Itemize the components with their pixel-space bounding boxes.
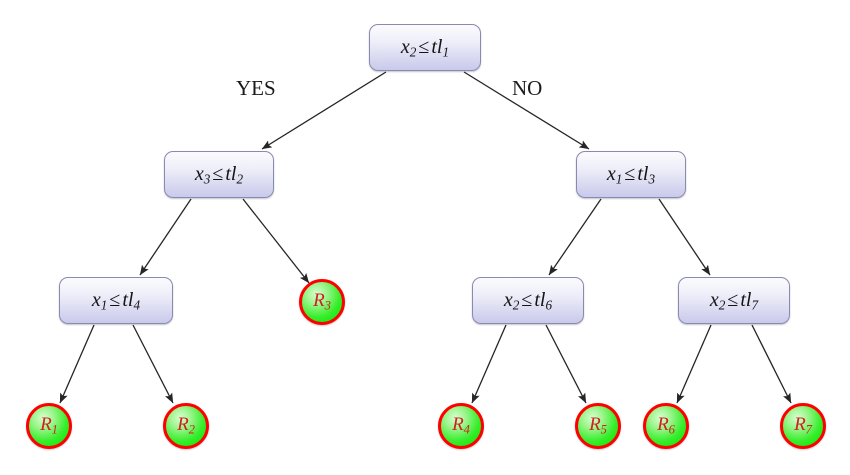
n-ll-threshold: tl	[122, 288, 134, 311]
leaf-node-R4-label: R4	[452, 415, 470, 436]
n-rl-variable: x	[503, 288, 513, 311]
root-threshold: tl	[431, 35, 443, 58]
leaf-node-R4[interactable]: R4	[438, 403, 484, 449]
R3-subscript: 3	[324, 298, 331, 313]
leaf-node-R6[interactable]: R6	[643, 403, 689, 449]
tree-edge	[471, 324, 507, 404]
R1-subscript: 1	[51, 422, 58, 437]
R6-symbol: R	[657, 414, 669, 436]
tree-edge	[548, 198, 602, 276]
tree-edge	[658, 198, 711, 276]
leaf-node-R3[interactable]: R3	[299, 279, 345, 325]
decision-node-right[interactable]: x1≤tl3	[576, 151, 686, 198]
n-r-operator: ≤	[624, 162, 636, 185]
leaf-node-R3-label: R3	[313, 291, 331, 312]
leaf-node-R2[interactable]: R2	[163, 403, 209, 449]
leaf-node-R6-label: R6	[657, 415, 675, 436]
decision-node-right-label: x1≤tl3	[607, 164, 655, 186]
n-ll-variable: x	[91, 288, 101, 311]
leaf-node-R1[interactable]: R1	[26, 403, 72, 449]
n-ll-variable-subscript: 1	[100, 297, 108, 313]
leaf-node-R1-label: R1	[40, 415, 58, 436]
n-rr-threshold: tl	[740, 288, 752, 311]
tree-edge	[463, 71, 590, 150]
decision-node-left-label: x3≤tl2	[195, 164, 243, 186]
R2-subscript: 2	[188, 422, 195, 437]
leaf-node-R7-label: R7	[794, 415, 812, 436]
R5-subscript: 5	[600, 422, 607, 437]
R3-symbol: R	[313, 290, 325, 312]
tree-edge	[242, 198, 310, 284]
n-l-variable-subscript: 3	[203, 171, 211, 187]
n-r-threshold-subscript: 3	[648, 171, 656, 187]
leaf-node-R2-label: R2	[177, 415, 195, 436]
n-ll-operator: ≤	[109, 288, 121, 311]
n-rr-threshold-subscript: 7	[751, 297, 759, 313]
n-ll-threshold-subscript: 4	[133, 297, 141, 313]
decision-node-left[interactable]: x3≤tl2	[164, 151, 274, 198]
n-l-variable: x	[194, 162, 204, 185]
tree-edge	[751, 324, 792, 404]
root-threshold-subscript: 1	[442, 44, 450, 60]
leaf-node-R5[interactable]: R5	[575, 403, 621, 449]
n-rl-operator: ≤	[521, 288, 533, 311]
R7-subscript: 7	[805, 422, 812, 437]
n-rr-variable-subscript: 2	[718, 297, 726, 313]
decision-node-right-right-label: x2≤tl7	[710, 290, 758, 312]
R5-symbol: R	[589, 414, 601, 436]
n-l-threshold-subscript: 2	[236, 171, 244, 187]
decision-node-root[interactable]: x2≤tl1	[369, 24, 481, 71]
decision-node-root-label: x2≤tl1	[401, 37, 449, 59]
branch-label-yes: YES	[236, 76, 276, 100]
tree-edge	[676, 324, 712, 404]
R1-symbol: R	[40, 414, 52, 436]
root-variable-subscript: 2	[409, 44, 417, 60]
decision-node-left-left-label: x1≤tl4	[92, 290, 140, 312]
n-rr-variable: x	[709, 288, 719, 311]
tree-edge	[545, 324, 587, 404]
n-rl-threshold: tl	[534, 288, 546, 311]
decision-node-right-right[interactable]: x2≤tl7	[678, 277, 790, 324]
tree-edge	[139, 198, 192, 276]
leaf-node-R5-label: R5	[589, 415, 607, 436]
n-r-variable-subscript: 1	[615, 171, 623, 187]
root-operator: ≤	[418, 35, 430, 58]
tree-edge	[261, 71, 387, 150]
n-r-threshold: tl	[637, 162, 649, 185]
n-rl-threshold-subscript: 6	[545, 297, 553, 313]
decision-node-right-left-label: x2≤tl6	[504, 290, 552, 312]
R6-subscript: 6	[668, 422, 675, 437]
decision-node-right-left[interactable]: x2≤tl6	[472, 277, 584, 324]
n-l-threshold: tl	[225, 162, 237, 185]
n-l-operator: ≤	[212, 162, 224, 185]
tree-edge	[59, 324, 95, 404]
leaf-node-R7[interactable]: R7	[780, 403, 826, 449]
R4-symbol: R	[452, 414, 464, 436]
n-rl-variable-subscript: 2	[512, 297, 520, 313]
tree-edges	[59, 71, 792, 404]
n-rr-operator: ≤	[727, 288, 739, 311]
root-variable: x	[400, 35, 410, 58]
decision-node-left-left[interactable]: x1≤tl4	[59, 277, 173, 324]
tree-edge	[132, 324, 174, 404]
branch-label-no: NO	[512, 76, 543, 100]
n-r-variable: x	[606, 162, 616, 185]
R2-symbol: R	[177, 414, 189, 436]
R7-symbol: R	[794, 414, 806, 436]
R4-subscript: 4	[463, 422, 470, 437]
